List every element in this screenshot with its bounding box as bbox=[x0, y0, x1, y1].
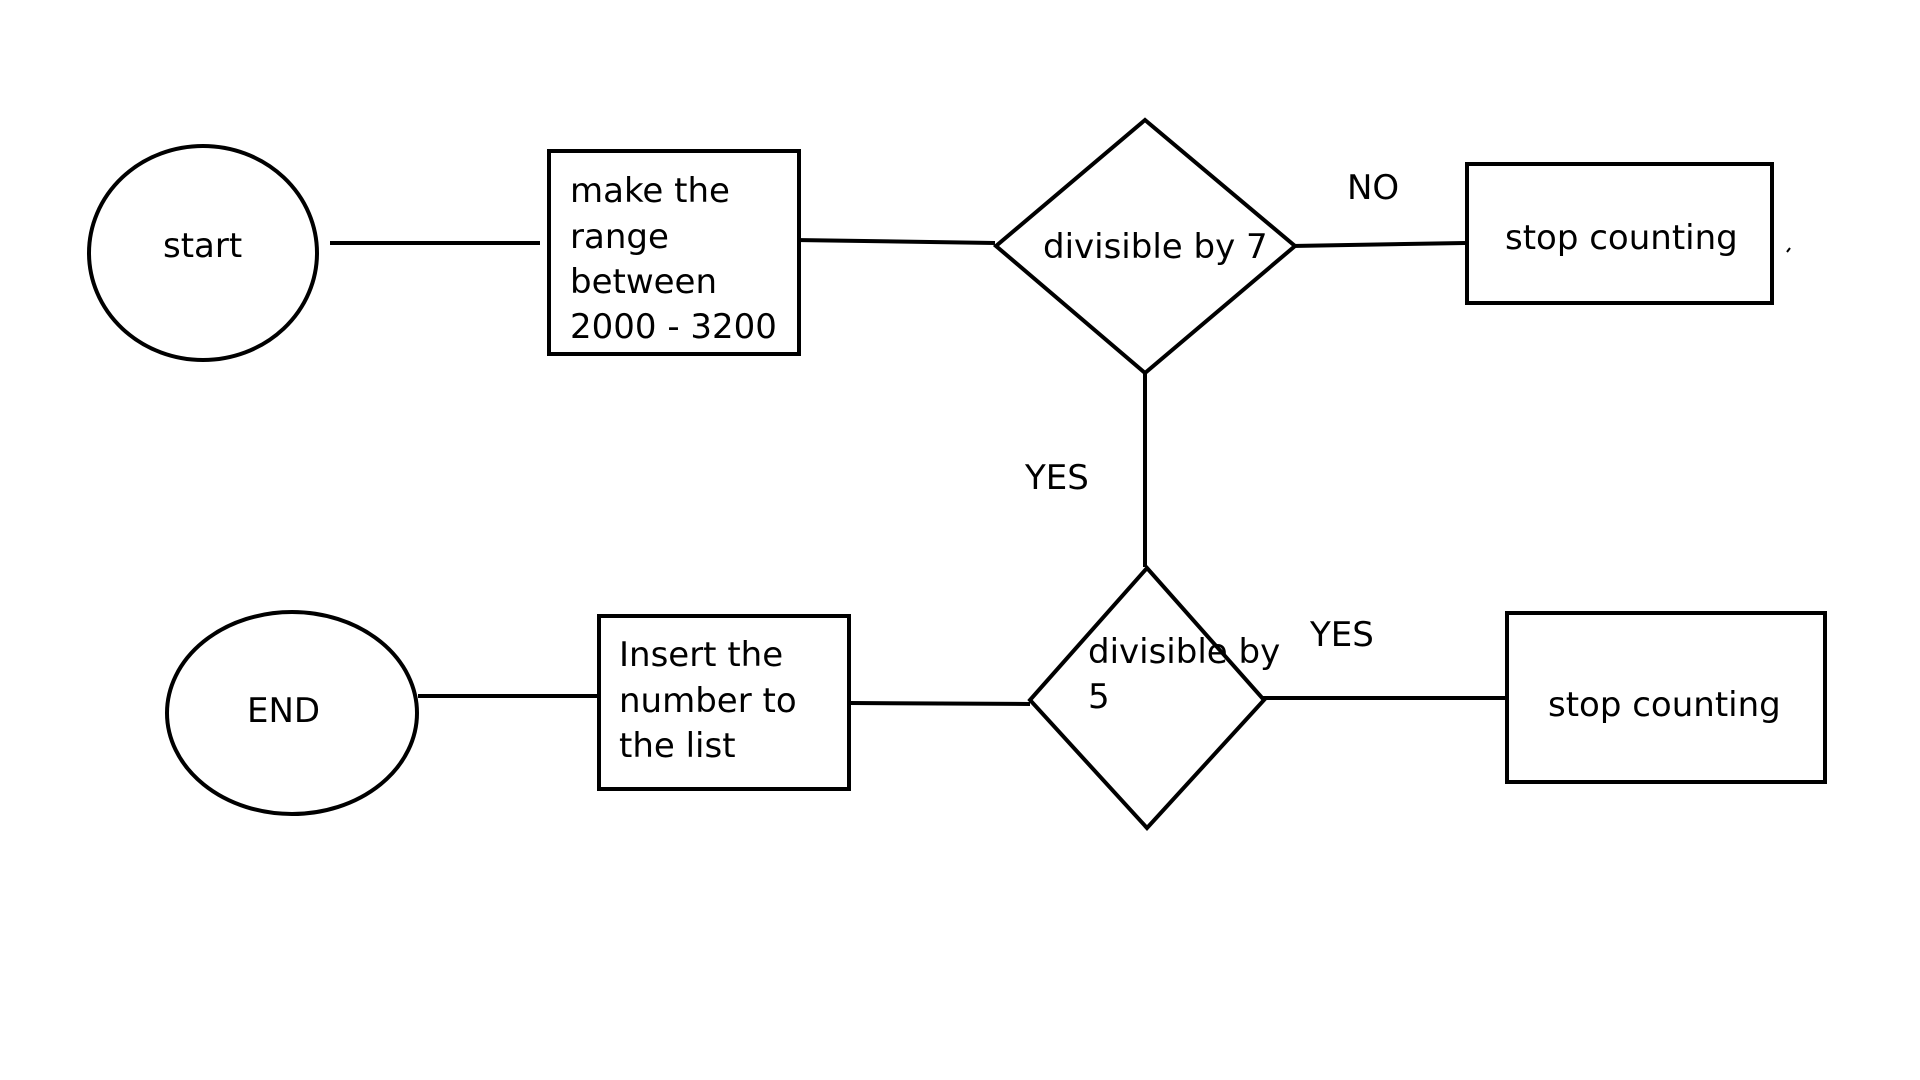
edge-div5-to-insert bbox=[849, 701, 1031, 706]
stop-counting-node-2 bbox=[1505, 611, 1827, 784]
range-label-line-1: make the bbox=[570, 171, 730, 211]
insert-label-line-1: Insert the bbox=[619, 635, 783, 675]
stop-counting-label-2: stop counting bbox=[1548, 685, 1781, 725]
div5-label-line-2: 5 bbox=[1088, 677, 1110, 717]
div5-label-line-1: divisible by bbox=[1088, 632, 1280, 672]
start-node bbox=[87, 144, 319, 362]
insert-node bbox=[597, 614, 851, 791]
stray-mark bbox=[1786, 247, 1791, 253]
range-label-line-2: range bbox=[570, 217, 669, 257]
edge-label-no: NO bbox=[1347, 168, 1399, 208]
edge-range-to-div7 bbox=[794, 238, 996, 245]
div7-label: divisible by 7 bbox=[1043, 227, 1268, 267]
range-label-line-4: 2000 - 3200 bbox=[570, 307, 777, 347]
end-node bbox=[165, 610, 419, 816]
range-label-line-3: between bbox=[570, 262, 717, 302]
stop-counting-node-1 bbox=[1465, 162, 1774, 305]
range-node bbox=[547, 149, 801, 356]
div5-decision-node bbox=[1027, 564, 1267, 831]
div7-decision-node bbox=[992, 117, 1299, 376]
insert-label-line-2: number to bbox=[619, 681, 797, 721]
edge-label-yes-div5: YES bbox=[1309, 615, 1374, 655]
start-label: start bbox=[163, 226, 242, 266]
insert-label-line-3: the list bbox=[619, 726, 736, 766]
end-label: END bbox=[247, 691, 320, 731]
stop-counting-label-1: stop counting bbox=[1505, 218, 1738, 258]
edge-div7-to-stop1 bbox=[1291, 241, 1466, 248]
edge-label-yes-div7: YES bbox=[1024, 458, 1089, 498]
